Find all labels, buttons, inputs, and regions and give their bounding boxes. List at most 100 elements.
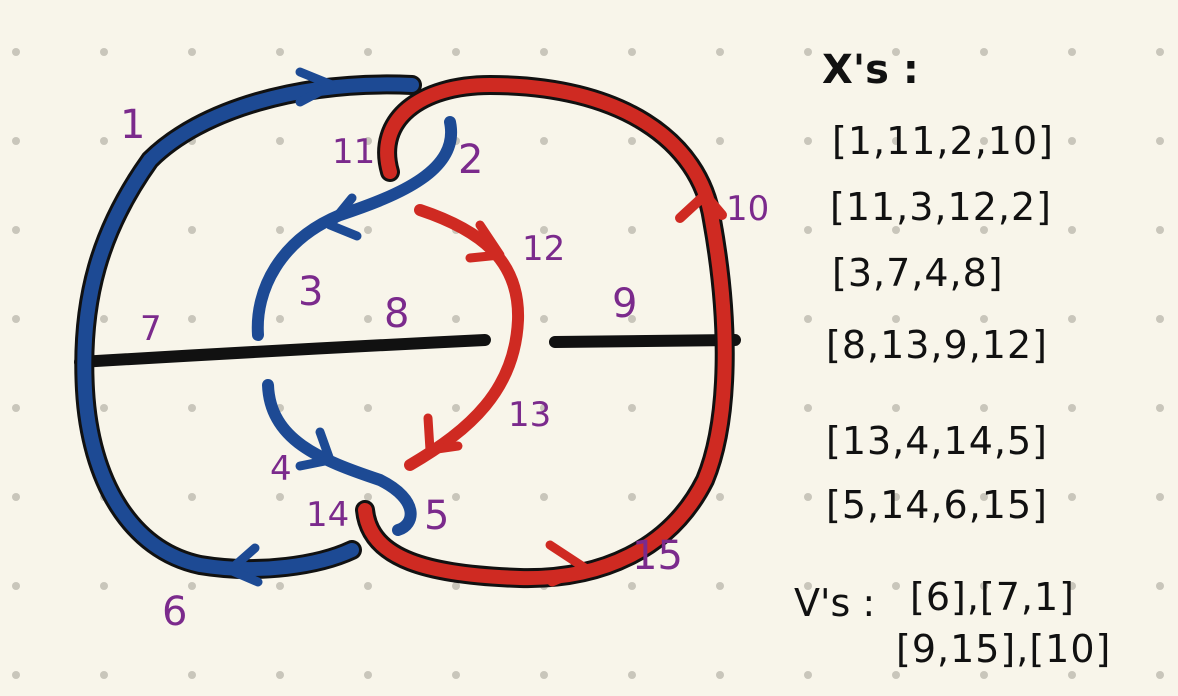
grid-dot	[364, 493, 372, 501]
grid-dot	[100, 582, 108, 590]
x-tuple-5: [13,4,14,5]	[826, 419, 1048, 463]
grid-dot	[12, 493, 20, 501]
grid-dot	[804, 671, 812, 679]
arc-label-6: 6	[162, 589, 188, 635]
arrow-1	[295, 67, 337, 107]
grid-dot	[980, 137, 988, 145]
grid-dot	[892, 226, 900, 234]
grid-dot	[892, 137, 900, 145]
grid-dot	[188, 226, 196, 234]
grid-dot	[1068, 48, 1076, 56]
grid-dot	[452, 404, 460, 412]
grid-dot	[716, 48, 724, 56]
blue-strand	[74, 67, 458, 587]
grid-dot	[276, 315, 284, 323]
grid-dot	[1068, 404, 1076, 412]
grid-dot	[804, 493, 812, 501]
grid-dot	[452, 582, 460, 590]
grid-dot	[540, 226, 548, 234]
grid-dot	[540, 48, 548, 56]
grid-dot	[892, 582, 900, 590]
grid-dot	[716, 671, 724, 679]
grid-dot	[804, 404, 812, 412]
arc-label-1: 1	[120, 102, 146, 148]
grid-dot	[276, 582, 284, 590]
grid-dot	[716, 493, 724, 501]
grid-dot	[100, 404, 108, 412]
grid-dot	[1068, 315, 1076, 323]
arc-label-14: 14	[306, 495, 350, 535]
grid-dot	[188, 48, 196, 56]
grid-dot	[12, 404, 20, 412]
grid-dot	[12, 582, 20, 590]
arrow-12	[465, 220, 505, 263]
arc-label-12: 12	[522, 229, 566, 269]
arc-label-4: 4	[270, 449, 292, 489]
arc-label-15: 15	[632, 533, 683, 579]
grid-dot	[276, 671, 284, 679]
grid-dot	[628, 582, 636, 590]
arc-label-2: 2	[458, 137, 484, 183]
grid-dot	[540, 671, 548, 679]
grid-dot	[1068, 582, 1076, 590]
grid-dot	[12, 226, 20, 234]
x-tuple-3: [3,7,4,8]	[832, 251, 1004, 295]
grid-dot	[628, 315, 636, 323]
grid-dot	[276, 48, 284, 56]
grid-dot	[188, 671, 196, 679]
grid-dot	[892, 48, 900, 56]
red-arc-10-outline	[355, 75, 735, 589]
arc-label-5: 5	[424, 493, 450, 539]
arc-label-3: 3	[298, 269, 324, 315]
grid-dot	[452, 671, 460, 679]
grid-dot	[628, 493, 636, 501]
arc-label-11: 11	[332, 132, 376, 172]
grid-dot	[892, 404, 900, 412]
grid-dot	[276, 493, 284, 501]
grid-dot	[1068, 493, 1076, 501]
grid-dot	[1156, 48, 1164, 56]
grid-dot	[1068, 137, 1076, 145]
red-strand	[355, 75, 735, 589]
grid-dot	[364, 404, 372, 412]
grid-dot	[1156, 137, 1164, 145]
grid-dot	[804, 48, 812, 56]
grid-dot	[100, 48, 108, 56]
red-arc-12-13	[404, 204, 525, 471]
grid-dot	[716, 582, 724, 590]
grid-dot	[364, 582, 372, 590]
strand-segment-9	[549, 334, 741, 348]
v-heading: V's :	[794, 581, 876, 625]
arrow-6	[225, 543, 263, 587]
grid-dot	[364, 137, 372, 145]
strand-segment-7-8	[74, 334, 491, 368]
grid-dot	[804, 315, 812, 323]
grid-dot	[12, 671, 20, 679]
grid-dot	[12, 137, 20, 145]
grid-dot	[364, 48, 372, 56]
grid-dot	[540, 315, 548, 323]
grid-dot	[100, 137, 108, 145]
grid-dot	[12, 315, 20, 323]
grid-dot	[1156, 582, 1164, 590]
grid-dot	[452, 48, 460, 56]
grid-dot	[628, 671, 636, 679]
x-tuple-2: [11,3,12,2]	[830, 185, 1052, 229]
grid-dot	[1156, 226, 1164, 234]
x-heading: X's :	[822, 47, 919, 93]
grid-dot	[100, 671, 108, 679]
arrow-4	[295, 427, 335, 471]
arrow-3	[325, 193, 362, 241]
grid-dot	[1156, 493, 1164, 501]
grid-dot	[1068, 671, 1076, 679]
grid-dot	[276, 137, 284, 145]
arc-label-13: 13	[508, 395, 552, 435]
grid-dot	[1156, 404, 1164, 412]
grid-dot	[188, 315, 196, 323]
grid-dot	[452, 315, 460, 323]
grid-dot	[980, 315, 988, 323]
arrow-13	[423, 413, 463, 455]
grid-dot	[628, 137, 636, 145]
grid-dot	[364, 671, 372, 679]
x-tuple-6: [5,14,6,15]	[826, 483, 1048, 527]
